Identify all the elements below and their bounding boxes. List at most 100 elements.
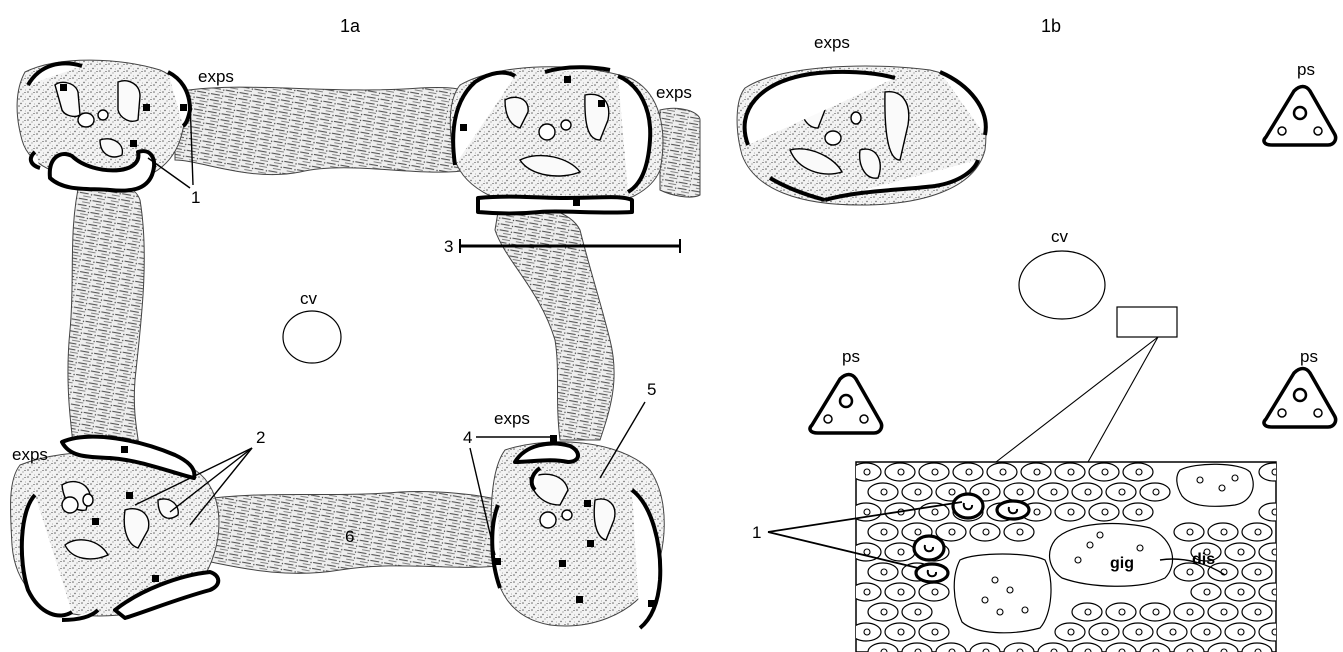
portal-triad-mr [1264,369,1336,428]
hepatocyte-nucleus [864,549,870,555]
hepatocyte-nucleus [898,629,904,635]
hepatocyte-nucleus [1238,629,1244,635]
panel-1a-title: 1a [340,16,361,36]
hepatocyte-nucleus [1017,489,1023,495]
hepatocyte-nucleus [1255,609,1261,615]
cv-label-1a: cv [300,289,318,308]
hepatocyte-nucleus [898,549,904,555]
panel-1a: 1a [10,16,700,628]
hepatocyte-nucleus [881,609,887,615]
giant-cell-nucleus [1087,542,1093,548]
label-6-1a: 6 [345,527,354,546]
hepatocyte-nucleus [1255,529,1261,535]
hepatocyte-nucleus [1153,489,1159,495]
hepatocyte-nucleus [1221,529,1227,535]
hepatocyte-nucleus [1153,609,1159,615]
giant-cell-nucleus [1075,557,1081,563]
band-left [68,179,144,460]
panel-1b-title: 1b [1041,16,1061,36]
hepatocyte-nucleus [915,529,921,535]
giant-cell-2-nucleus [992,577,998,583]
ps-label-tr: ps [1297,60,1315,79]
hepatocyte-nucleus [1085,609,1091,615]
gig-label: gig [1110,555,1134,572]
pore-bl-1 [62,497,78,513]
cv-label-1b: cv [1051,227,1069,246]
zoom-region-box [1117,307,1177,337]
dis-label: dis [1192,551,1215,568]
exps-label-br: exps [494,409,530,428]
hepatocyte-nucleus [949,529,955,535]
hepatocyte-nucleus [1272,549,1278,555]
hepatocyte-nucleus [1272,509,1278,515]
hepatocyte-nucleus [1187,529,1193,535]
magnified-tissue [851,462,1289,652]
hepatocyte-nucleus [932,509,938,515]
hepatocyte-nucleus [1187,569,1193,575]
hepatocyte-nucleus [1170,629,1176,635]
label-1-1b: 1 [752,523,761,542]
hepatocyte-nucleus [1068,509,1074,515]
apoptotic-cell [953,494,983,518]
hepatocyte-nucleus [1187,609,1193,615]
ps-label-ml: ps [842,347,860,366]
hepatocyte-nucleus [915,609,921,615]
hepatocyte-nucleus [881,529,887,535]
hepatocyte-nucleus [1068,629,1074,635]
hepatocyte-nucleus [1204,629,1210,635]
giant-cell-3 [1177,464,1253,506]
exps-label-bl: exps [12,445,48,464]
giant-cell-3-nucleus [1219,485,1225,491]
hepatocyte-nucleus [983,489,989,495]
label-4-1a: 4 [463,428,472,447]
hepatocyte-nucleus [966,469,972,475]
giant-cell-2-nucleus [982,597,988,603]
label-5-1a: 5 [647,380,656,399]
hepatocyte-nucleus [932,629,938,635]
hepatocyte-nucleus [881,569,887,575]
zoom-line-left [996,337,1158,462]
label-3-1a: 3 [444,237,453,256]
hepatocyte-nucleus [932,589,938,595]
pore-1b-2 [851,112,861,124]
hepatocyte-nucleus [1119,489,1125,495]
hepatocyte-nucleus [1000,469,1006,475]
hepatocyte-nucleus [1085,489,1091,495]
hepatocyte-nucleus [1119,609,1125,615]
hepatocyte-nucleus [1272,589,1278,595]
band-right [495,200,614,440]
hepatocyte-nucleus [983,529,989,535]
giant-cell-nucleus [1137,545,1143,551]
hepatocyte-nucleus [1034,509,1040,515]
giant-cell-nucleus [1097,532,1103,538]
hepatocyte-nucleus [898,589,904,595]
ps-label-mr: ps [1300,347,1318,366]
exps-label-tr: exps [656,83,692,102]
hepatocyte-nucleus [1102,629,1108,635]
hepatocyte-nucleus [864,469,870,475]
apoptotic-cell [916,564,948,582]
hepatocyte-nucleus [864,509,870,515]
giant-cell-2-nucleus [1007,587,1013,593]
exps-border-tr-4 [478,197,632,214]
pore-tr-2 [561,120,571,130]
hepatocyte-nucleus [1017,529,1023,535]
apoptotic-cell [914,536,944,560]
pore-tl-2 [98,110,108,120]
giant-cell-3-nucleus [1197,477,1203,483]
portal-triad-ml [810,375,882,434]
band-top [175,87,470,174]
portal-triad-tr [1264,87,1336,146]
hepatocyte-nucleus [1204,589,1210,595]
hepatocyte-nucleus [1221,609,1227,615]
hepatocyte-nucleus [881,489,887,495]
central-vein-1a [283,311,341,363]
hepatocyte-nucleus [1272,629,1278,635]
hepatocyte-nucleus [898,469,904,475]
hepatocyte-nucleus [1136,629,1142,635]
exps-label-tl: exps [198,67,234,86]
label-2-1a: 2 [256,428,265,447]
hepatocyte-nucleus [1102,509,1108,515]
hepatocyte-nucleus [1238,589,1244,595]
